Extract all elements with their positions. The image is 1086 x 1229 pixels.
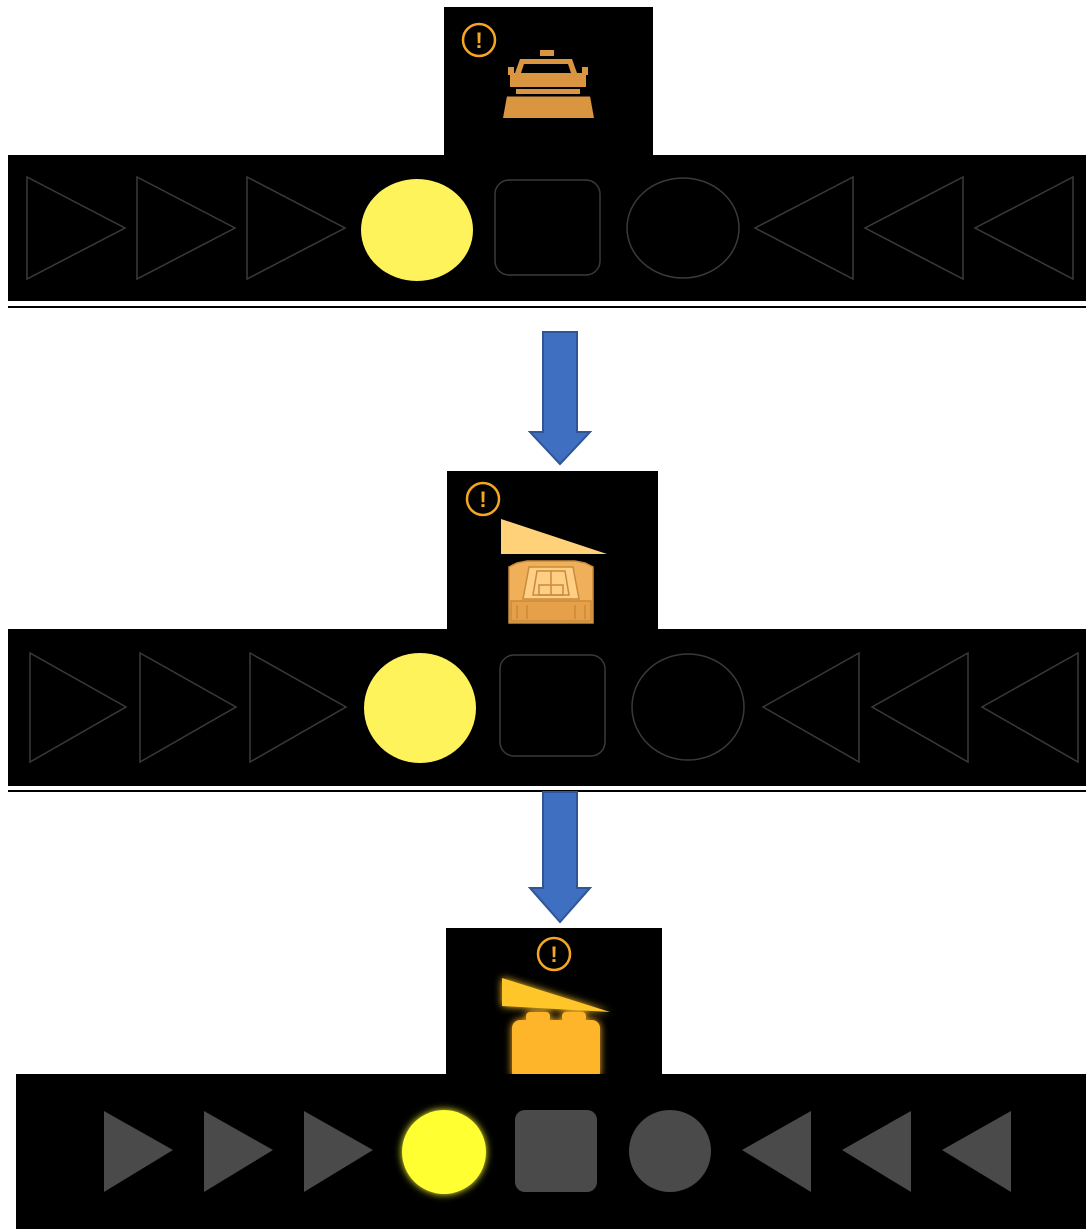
warning-exclamation-icon: ! (536, 936, 572, 972)
stage-2-icons: ! (465, 481, 607, 624)
active-circle-icon (361, 179, 473, 281)
stage-3-indicator-strip (16, 1074, 1086, 1229)
right-triangle-icon (304, 1111, 373, 1192)
warning-glyph: ! (479, 487, 486, 512)
rounded-square-icon (494, 179, 601, 276)
warning-exclamation-icon: ! (461, 22, 497, 58)
snowplow-wedge-blade-glowing-icon (502, 978, 610, 1080)
stage-3-indicators (104, 1110, 1011, 1194)
right-triangle-icon (136, 175, 237, 281)
right-triangle-icon (104, 1111, 173, 1192)
right-triangle-icon (249, 651, 348, 764)
down-arrow-icon (527, 331, 593, 466)
right-triangle-icon (139, 651, 238, 764)
down-arrow-icon (527, 791, 593, 924)
left-triangle-icon (973, 175, 1074, 281)
right-triangle-icon (246, 175, 347, 281)
active-circle-icon (402, 1110, 486, 1194)
stage-3-top-panel: ! (446, 928, 662, 1080)
rounded-square-icon (499, 654, 606, 757)
warning-exclamation-icon: ! (465, 481, 501, 517)
stage-3-icons: ! (502, 936, 610, 1080)
snowplow-rear-view-icon (508, 560, 594, 624)
left-triangle-icon (863, 175, 964, 281)
right-triangle-icon (204, 1111, 273, 1192)
snowplow-wedge-blade-icon (501, 519, 607, 554)
stage-1-indicators (26, 175, 1074, 281)
right-triangle-icon (26, 175, 127, 281)
left-triangle-icon (842, 1111, 911, 1192)
left-triangle-icon (980, 651, 1079, 764)
circle-icon (626, 177, 740, 279)
snowplow-truck-front-icon (503, 50, 594, 118)
stage-1-top-panel: ! (444, 7, 653, 157)
warning-glyph: ! (475, 28, 482, 53)
left-triangle-icon (942, 1111, 1011, 1192)
active-circle-icon (364, 653, 476, 763)
left-triangle-icon (753, 175, 854, 281)
circle-icon (629, 1110, 711, 1192)
rounded-square-icon (515, 1110, 597, 1192)
stage-2-top-panel: ! (447, 471, 658, 631)
right-triangle-icon (29, 651, 128, 764)
warning-glyph: ! (550, 942, 557, 967)
stage-1-indicator-strip (8, 155, 1086, 301)
stage-1-icons: ! (461, 22, 594, 118)
left-triangle-icon (761, 651, 860, 764)
stage-2-indicator-strip (8, 629, 1086, 786)
stage-2-indicators (29, 651, 1079, 764)
left-triangle-icon (742, 1111, 811, 1192)
stage-1-separator (8, 306, 1086, 308)
circle-icon (631, 653, 745, 761)
left-triangle-icon (870, 651, 969, 764)
